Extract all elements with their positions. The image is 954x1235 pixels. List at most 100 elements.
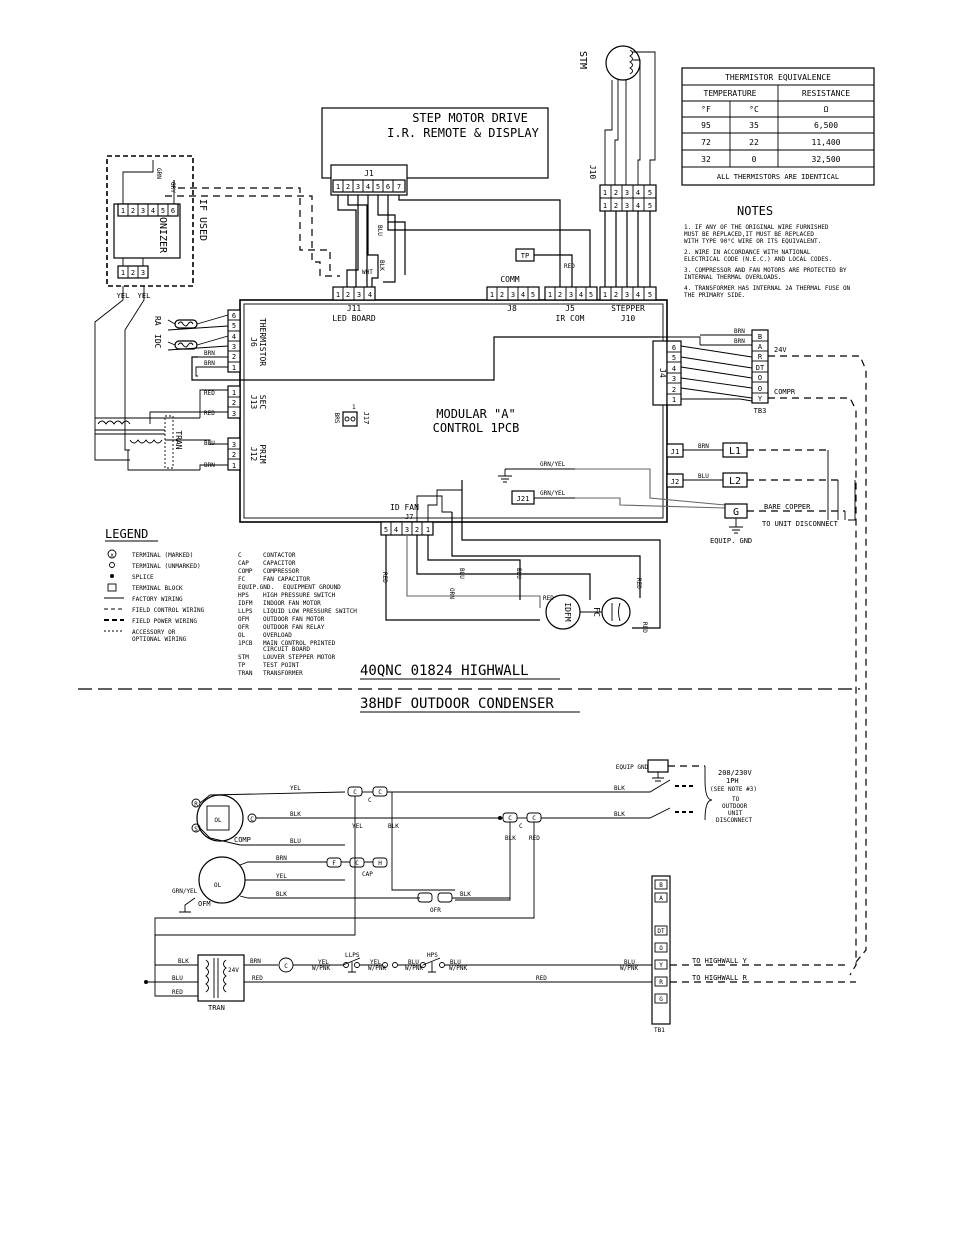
j4-pin: 5 — [672, 354, 676, 362]
stepper-pin: 4 — [636, 291, 640, 299]
test-point-label: TP — [521, 252, 529, 260]
abbr-key: EQUIP.GND. — [238, 584, 274, 591]
abbr-key: 1PCB — [238, 640, 253, 647]
tb3-term-o1: O — [758, 374, 762, 382]
therm-row-2-r: 32,500 — [812, 155, 841, 164]
fan-capacitor — [601, 597, 631, 627]
cond-see-note: (SEE NOTE #3) — [710, 786, 757, 793]
brs-label: BRS — [333, 413, 340, 424]
j6-label: J6 — [249, 337, 258, 347]
tb1-term: O — [659, 945, 663, 952]
abbr-key: OFR — [238, 624, 249, 631]
step-motor-line-1: STEP MOTOR DRIVE — [412, 111, 528, 125]
ofm-label: OFM — [198, 900, 211, 908]
legend: LEGEND x TERMINAL (MARKED) TERMINAL (UNM… — [104, 527, 357, 677]
legend-terminal-marked: TERMINAL (MARKED) — [132, 552, 193, 559]
loop-pnk-3: W/PNK — [405, 965, 423, 972]
loop-pnk-5: W/PNK — [620, 965, 638, 972]
therm-row-0-r: 6,500 — [814, 121, 838, 130]
abbr-value: FAN CAPACITOR — [263, 576, 310, 583]
j6-pin: 3 — [232, 343, 236, 351]
condenser-title: 38HDF OUTDOOR CONDENSER — [360, 696, 554, 712]
ionizer-pin: 1 — [121, 269, 125, 277]
abbr-value: MAIN CONTROL PRINTED — [263, 640, 336, 647]
j11-pin: 4 — [368, 291, 372, 299]
j4-pin: 1 — [672, 396, 676, 404]
power-connections: BRN L1 BLU L2 G EQUIP. GND BARE COPPER T… — [683, 442, 856, 545]
stm-pin: 1 — [603, 189, 607, 197]
cond-to-1: TO — [732, 796, 740, 803]
terminal-block-tb1: B A DT O Y R G TB1 TO HIGHWALL Y TO HIGH… — [651, 875, 856, 1034]
stepper-label: STEPPER — [611, 304, 645, 313]
therm-row-1-c: 22 — [749, 138, 759, 147]
legend-terminal-block: TERMINAL BLOCK — [132, 585, 183, 592]
idfm-wire-blu-2: BLU — [515, 568, 522, 579]
idc-label: IDC — [153, 334, 162, 349]
highwall-title: 40QNC 01824 HIGHWALL — [360, 663, 529, 679]
stm-pin: 4 — [636, 202, 640, 210]
comp-wire-blk: BLK — [290, 811, 301, 818]
l2-wire-blu: BLU — [698, 473, 709, 480]
idfm-wire-orn: ORN — [448, 588, 455, 599]
pcb-line-2: CONTROL 1PCB — [433, 421, 520, 435]
tb3-term-a: A — [758, 343, 763, 351]
step-motor-line-2: I.R. REMOTE & DISPLAY — [387, 126, 539, 140]
board-gnd-grn-yel-2: GRN/YEL — [540, 490, 566, 497]
cond-to-3: UNIT — [728, 810, 743, 817]
ra-thermistor — [167, 314, 229, 331]
tb3-compr-label: COMPR — [774, 388, 796, 396]
sec-label: SEC — [258, 395, 267, 410]
cond-wire-blk-bottom: BLK — [614, 811, 625, 818]
j7-pin: 3 — [405, 526, 409, 534]
j7-pin: 5 — [384, 526, 388, 534]
tb1-term: B — [659, 882, 663, 889]
ionizer-wire-grn: GRN — [155, 168, 162, 179]
ofm-wire-grn-yel: GRN/YEL — [172, 888, 198, 895]
thermistor-footer: ALL THERMISTORS ARE IDENTICAL — [717, 173, 839, 181]
j1-pin: 2 — [346, 183, 350, 191]
note-3-line-1: 3. COMPRESSOR AND FAN MOTORS ARE PROTECT… — [684, 267, 847, 274]
j13-pin: 1 — [232, 389, 236, 397]
l1-wire-brn: BRN — [698, 443, 709, 450]
ionizer-pin: 1 — [121, 207, 125, 215]
tb3-24v-label: 24V — [774, 346, 787, 354]
contactor-wire-yel: YEL — [352, 823, 363, 830]
unit-f: °F — [701, 105, 711, 114]
comp-label: COMP — [234, 836, 251, 844]
j6-brn-1: BRN — [204, 350, 215, 357]
contactor-term: C — [508, 815, 512, 822]
ionizer-if-used: IF USED — [197, 199, 208, 241]
contactor-wire-blk: BLK — [388, 823, 399, 830]
ionizer-name: IONIZER — [157, 211, 168, 254]
legend-terminal-unmarked: TERMINAL (UNMARKED) — [132, 563, 201, 570]
j13-label: J13 — [249, 395, 258, 410]
wire-blk-label: BLK — [378, 260, 385, 271]
abbr-value: LOUVER STEPPER MOTOR — [263, 654, 336, 661]
note-1-line-2: MUST BE REPLACED,IT MUST BE REPLACED — [684, 231, 814, 238]
abbr-key: FC — [238, 576, 246, 583]
therm-row-0-c: 35 — [749, 121, 759, 130]
wire-blu-label: BLU — [376, 225, 383, 236]
indoor-tran-label: TRAN — [174, 430, 183, 449]
ionizer-pin: 2 — [131, 207, 135, 215]
stm-pin: 3 — [625, 189, 629, 197]
j7-pin: 4 — [394, 526, 398, 534]
j8-pin: 4 — [521, 291, 525, 299]
j8-label: J8 — [507, 304, 517, 313]
abbr-value: TRANSFORMER — [263, 670, 303, 677]
j13-red-2: RED — [204, 410, 215, 417]
j1-pin: 7 — [397, 183, 401, 191]
cond-to-4: DISCONNECT — [716, 817, 753, 824]
tb1-term: R — [659, 979, 663, 986]
stm-j10-label: J10 — [588, 165, 597, 180]
legend-field-control: FIELD CONTROL WIRING — [132, 607, 205, 614]
tb1-term: DT — [657, 928, 665, 935]
ionizer-pin: 6 — [171, 207, 175, 215]
legend-abbreviations: C CONTACTOR CAP CAPACITOR COMP COMPRESSO… — [238, 552, 357, 677]
tb3-term-r: R — [758, 353, 763, 361]
note-2-line-1: 2. WIRE IN ACCORDANCE WITH NATIONAL — [684, 249, 811, 256]
cap-label: CAP — [362, 871, 373, 878]
idfm-wire-red-2: RED — [543, 595, 554, 602]
to-highwall-y: TO HIGHWALL Y — [692, 957, 748, 965]
tb3-term-y: Y — [758, 395, 763, 403]
